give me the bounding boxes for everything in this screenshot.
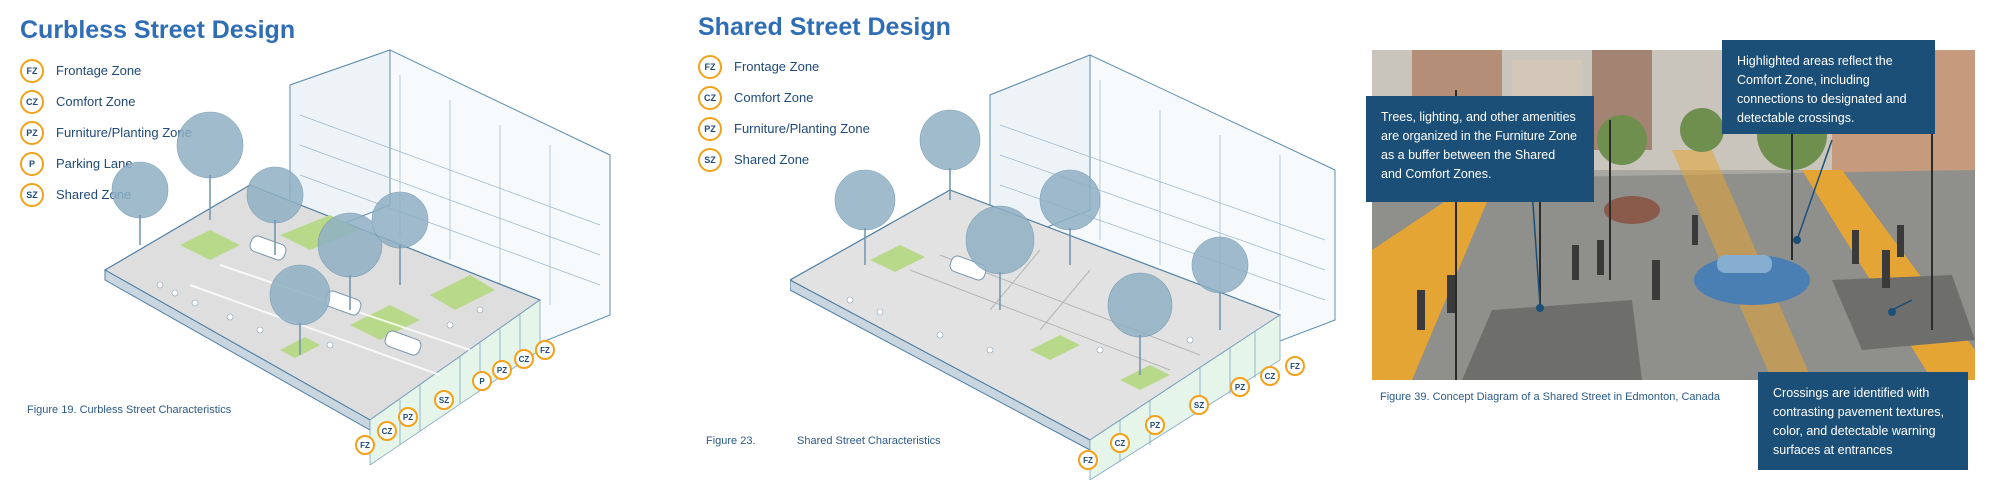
curbless-title: Curbless Street Design [20, 16, 296, 44]
shared-caption-text: Shared Street Characteristics [797, 435, 941, 447]
legend-label: Furniture/Planting Zone [56, 125, 192, 140]
diagram-badge-sz: SZ [1189, 395, 1209, 415]
diagram-badge-pz: PZ [1145, 415, 1165, 435]
zone-badge-icon: CZ [698, 85, 722, 110]
diagram-badge-pz: PZ [1230, 377, 1250, 397]
curbless-legend: FZ Frontage Zone CZ Comfort Zone PZ Furnitu… [20, 55, 192, 210]
legend-item-furniture: PZ Furniture/Planting Zone [698, 113, 870, 144]
shared-title: Shared Street Design [698, 13, 951, 41]
curbless-isometric-illustration [103, 49, 611, 466]
diagram-badge-cz: CZ [377, 421, 397, 441]
legend-label: Comfort Zone [734, 90, 814, 105]
legend-item-frontage: FZ Frontage Zone [20, 55, 192, 86]
diagram-badge-cz: CZ [514, 349, 534, 369]
legend-item-parking: P Parking Lane [20, 148, 192, 179]
legend-label: Frontage Zone [734, 59, 820, 74]
zone-badge-icon: PZ [698, 116, 722, 141]
legend-label: Furniture/Planting Zone [734, 121, 870, 136]
diagram-badge-sz: SZ [434, 390, 454, 410]
legend-item-furniture: PZ Furniture/Planting Zone [20, 117, 192, 148]
diagram-badge-pz: PZ [398, 407, 418, 427]
shared-isometric-illustration [788, 54, 1336, 481]
street-rendering-illustration [1372, 50, 1975, 380]
callout-crossings-text: Crossings are identified with contrastin… [1773, 386, 1944, 457]
legend-item-frontage: FZ Frontage Zone [698, 51, 870, 82]
legend-item-shared: SZ Shared Zone [698, 144, 870, 175]
legend-label: Parking Lane [56, 156, 133, 171]
diagram-badge-pz: PZ [492, 360, 512, 380]
legend-label: Comfort Zone [56, 94, 136, 109]
diagram-badge-cz: CZ [1110, 433, 1130, 453]
zone-badge-icon: FZ [20, 58, 44, 83]
callout-comfort-zone: Highlighted areas reflect the Comfort Zo… [1722, 40, 1935, 134]
diagram-badge-fz: FZ [355, 435, 375, 455]
legend-item-comfort: CZ Comfort Zone [698, 82, 870, 113]
photo-caption: Figure 39. Concept Diagram of a Shared S… [1380, 391, 1720, 403]
diagram-badge-cz: CZ [1260, 366, 1280, 386]
callout-furniture-zone: Trees, lighting, and other amenities are… [1366, 96, 1594, 202]
zone-badge-icon: SZ [20, 182, 44, 207]
zone-badge-icon: SZ [698, 147, 722, 172]
shared-legend: FZ Frontage Zone CZ Comfort Zone PZ Furnitu… [698, 51, 870, 175]
zone-badge-icon: FZ [698, 54, 722, 79]
zone-badge-icon: PZ [20, 120, 44, 145]
zone-badge-icon: P [20, 151, 44, 176]
callout-crossings: Crossings are identified with contrastin… [1758, 372, 1968, 470]
callout-furniture-zone-text: Trees, lighting, and other amenities are… [1381, 110, 1577, 181]
diagram-badge-fz: FZ [1078, 450, 1098, 470]
legend-label: Shared Zone [734, 152, 810, 167]
diagram-badge-p: P [472, 371, 492, 391]
edmonton-shared-street-rendering [1372, 50, 1975, 380]
shared-street-diagram [788, 50, 1340, 481]
callout-comfort-zone-text: Highlighted areas reflect the Comfort Zo… [1737, 54, 1907, 125]
diagram-badge-fz: FZ [535, 340, 555, 360]
shared-caption-number: Figure 23. [706, 435, 756, 447]
curbless-caption: Figure 19. Curbless Street Characteristi… [27, 404, 232, 416]
curbless-street-diagram [100, 45, 620, 466]
diagram-badge-fz: FZ [1285, 356, 1305, 376]
zone-badge-icon: CZ [20, 89, 44, 114]
legend-label: Frontage Zone [56, 63, 142, 78]
legend-item-comfort: CZ Comfort Zone [20, 86, 192, 117]
